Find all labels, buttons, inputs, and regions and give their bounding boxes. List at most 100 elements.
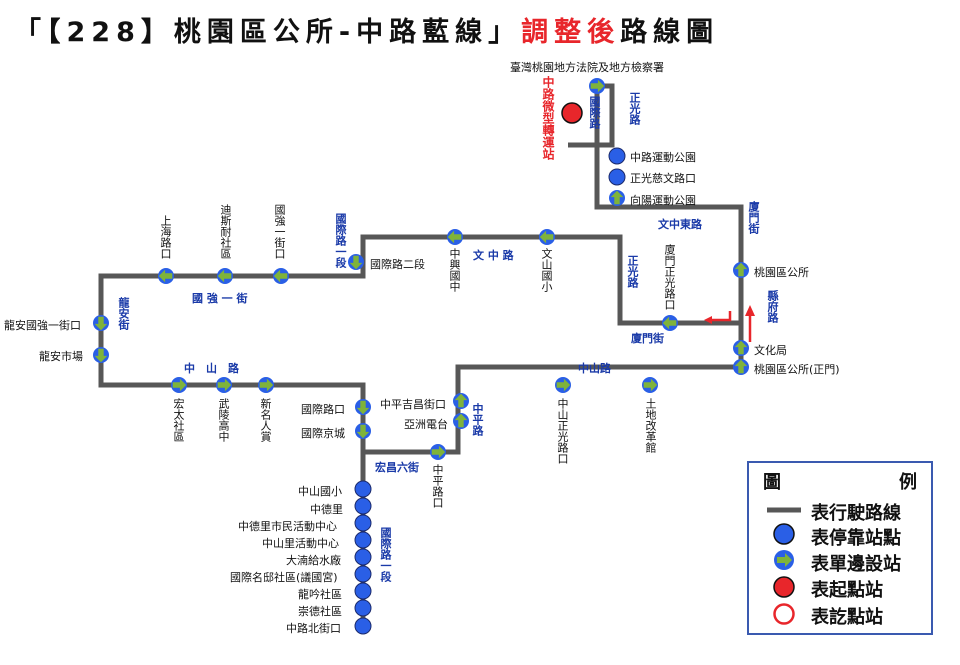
legend-stop-icon	[773, 523, 795, 545]
stop-zhonglu-north: 中路北街口	[286, 622, 341, 635]
stop-dot	[354, 582, 372, 600]
stop-land-reform-marker	[642, 377, 658, 393]
stop-zhengguang-ciwen: 正光慈文路口	[630, 172, 696, 185]
stop-zhongshan-elem: 中山國小	[298, 485, 342, 498]
stop-dot	[354, 514, 372, 532]
stop-district-office-main: 桃園區公所(正門)	[754, 363, 840, 376]
title-main: 「【228】桃園區公所-中路藍線」	[14, 17, 522, 48]
direction-arrow-icon	[454, 393, 468, 408]
direction-arrow-icon	[610, 190, 624, 205]
route-line-west-loop	[98, 234, 741, 452]
stop-xinming-marker	[258, 377, 274, 393]
direction-arrow-icon	[539, 230, 554, 244]
stop-xiangyang-park-marker	[609, 190, 625, 206]
stop-dot	[354, 565, 372, 583]
stop-hongtai: 宏太社區	[172, 398, 185, 442]
stop-dot	[354, 497, 372, 515]
road-wenzhongdong: 文中東路	[658, 218, 702, 231]
stop-guoji-kou-marker	[355, 399, 371, 415]
stop-disney: 迪斯耐社區	[219, 204, 232, 259]
stop-zhonglu-park-marker	[608, 147, 626, 165]
legend-end-label: 表訖點站	[811, 607, 883, 628]
stop-dot	[608, 168, 626, 186]
stop-guoji-rd2: 國際路二段	[370, 258, 425, 271]
road-guoji-top: 國際路	[588, 96, 601, 129]
stop-zhongshan-elem-marker	[354, 480, 372, 498]
stop-dot	[354, 531, 372, 549]
stop-zhongde-center: 中德里市民活動中心	[238, 520, 337, 533]
stop-dachao: 大湳給水廠	[286, 554, 341, 567]
stop-guoji-kou: 國際路口	[301, 403, 345, 416]
stop-zhongshan-center: 中山里活動中心	[262, 537, 339, 550]
road-wenzhong: 文 中 路	[473, 249, 514, 262]
stop-dot	[354, 617, 372, 635]
stop-dot	[354, 480, 372, 498]
title-highlight: 調整後	[521, 17, 621, 48]
turn-arrow-icon	[712, 311, 732, 322]
stop-wuling-marker	[216, 377, 232, 393]
road-xianfu: 縣府路	[766, 290, 779, 323]
stop-chongde: 崇德社區	[298, 605, 342, 618]
stop-dot	[354, 599, 372, 617]
stop-cultural-bureau: 文化局	[754, 344, 787, 357]
stop-hongtai-marker	[171, 377, 187, 393]
road-xiamen-st: 廈門街	[747, 201, 760, 234]
direction-arrow-icon	[94, 316, 108, 331]
legend-end-icon	[773, 603, 795, 625]
turn-arrowhead-icon	[704, 316, 712, 324]
direction-arrow-icon	[94, 348, 108, 363]
stop-district-office-main-marker	[733, 359, 749, 375]
stop-zhongde: 中德里	[310, 503, 343, 516]
direction-arrow-icon	[217, 269, 232, 283]
road-xiamen-st-2: 廈門街	[631, 332, 664, 345]
stop-zhongxing-marker	[447, 229, 463, 245]
direction-arrow-icon	[273, 269, 288, 283]
direction-arrow-icon	[734, 359, 748, 374]
stop-zhongping-kou: 中平路口	[431, 464, 444, 508]
legend-title-left: 圖	[763, 472, 781, 493]
road-guoji-1: 國際路一段	[334, 213, 347, 268]
stop-dot	[354, 548, 372, 566]
stop-longyin: 龍吟社區	[298, 588, 342, 601]
direction-arrow-icon	[734, 262, 748, 277]
stop-xiangyang-park: 向陽運動公園	[630, 194, 696, 207]
stop-zhonglu-park: 中路運動公園	[630, 151, 696, 164]
stop-guoji-mingdi: 國際名邸社區(議國宮)	[230, 571, 338, 584]
direction-arrow-icon	[556, 378, 571, 392]
stop-guoji-rd2-marker	[348, 254, 364, 270]
stop-zhengguang-ciwen-marker	[608, 168, 626, 186]
stop-zhongping-jichang-marker	[453, 393, 469, 409]
stop-disney-marker	[217, 268, 233, 284]
stop-wuling: 武陵高中	[217, 398, 230, 442]
road-zhengguang: 正光路	[628, 92, 641, 125]
direction-arrow-icon	[643, 378, 658, 392]
road-longan: 龍安街	[117, 297, 130, 330]
legend-one-side-label: 表單邊設站	[811, 554, 901, 575]
title-suffix: 路線圖	[620, 17, 720, 48]
road-zhongshan-left: 中 山 路	[184, 362, 239, 375]
stop-guoqiang1: 國強一街口	[273, 204, 286, 259]
stop-land-reform: 土地改革館	[644, 398, 657, 453]
stop-dot	[608, 147, 626, 165]
stop-xinming: 新名人賞	[259, 398, 272, 442]
direction-arrow-icon	[734, 340, 748, 355]
road-zhengguang-2: 正光路	[626, 255, 639, 288]
stop-zhongxing: 中興國中	[448, 248, 461, 292]
direction-arrow-icon	[662, 316, 677, 330]
start-station-dot	[561, 102, 583, 124]
stop-zhongde-center-marker	[354, 514, 372, 532]
stop-asia-tv-marker	[453, 413, 469, 429]
stop-dachao-marker	[354, 548, 372, 566]
stop-shanghai-marker	[158, 268, 174, 284]
stop-xiamen-zhengguang-marker	[662, 315, 678, 331]
legend: 圖 例 表行駛路線 表停靠站點 表單邊設站 表起點站 表訖點站	[747, 461, 933, 635]
direction-arrow-icon	[349, 255, 363, 270]
stop-wenshan-marker	[539, 229, 555, 245]
direction-arrowhead-icon	[745, 305, 755, 316]
direction-arrow-icon	[590, 79, 605, 93]
stop-district-office: 桃園區公所	[754, 266, 809, 279]
stop-guoji-jingcheng-marker	[355, 423, 371, 439]
stop-zhonglu-north-marker	[354, 617, 372, 635]
stop-guoqiang1-marker	[273, 268, 289, 284]
